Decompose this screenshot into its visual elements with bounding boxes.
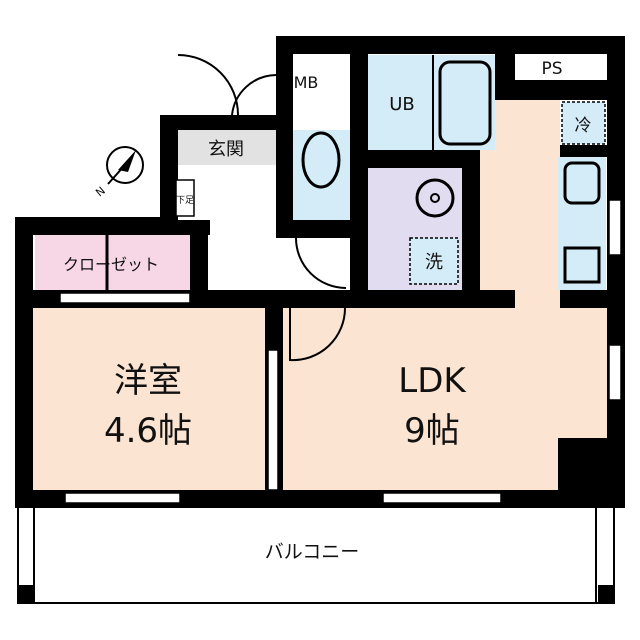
bathtub-icon (438, 60, 492, 146)
toilet-room (293, 130, 350, 220)
pipe-space-label: PS (541, 59, 562, 79)
shoe-storage (175, 179, 195, 217)
fridge-label: 冷 (575, 116, 592, 136)
unit-bath (368, 55, 495, 150)
unit-bath-label: UB (389, 94, 415, 115)
shoe-storage-label: 下足 (176, 195, 194, 206)
balcony: バルコニー (17, 504, 615, 604)
western-room-size: 4.6帖 (104, 411, 192, 451)
kitchen-sink-icon (563, 161, 601, 205)
western-room-name: 洋室 (114, 361, 182, 401)
windows (59, 199, 622, 504)
balcony-label: バルコニー (265, 541, 360, 563)
compass-icon: N (93, 146, 144, 199)
closet[interactable] (35, 235, 190, 290)
toilet-icon (301, 131, 341, 189)
entrance-label: 玄関 (208, 139, 244, 160)
sink-icon (415, 178, 455, 218)
ldk-floor (283, 100, 607, 438)
closet-label: クローゼット (63, 255, 159, 274)
doors[interactable] (177, 54, 347, 362)
compass-north-label: N (93, 184, 108, 199)
stove-icon (563, 246, 601, 284)
meter-box (293, 55, 320, 110)
western-room-floor (33, 308, 265, 490)
washer-space (409, 237, 459, 285)
pipe-space (516, 56, 589, 78)
meter-box-label: MB (294, 73, 319, 92)
ldk-size: 9帖 (404, 411, 460, 451)
washer-label: 洗 (425, 252, 443, 273)
entrance (178, 130, 276, 165)
fridge-space (561, 101, 606, 145)
ldk-name: LDK (398, 361, 467, 401)
